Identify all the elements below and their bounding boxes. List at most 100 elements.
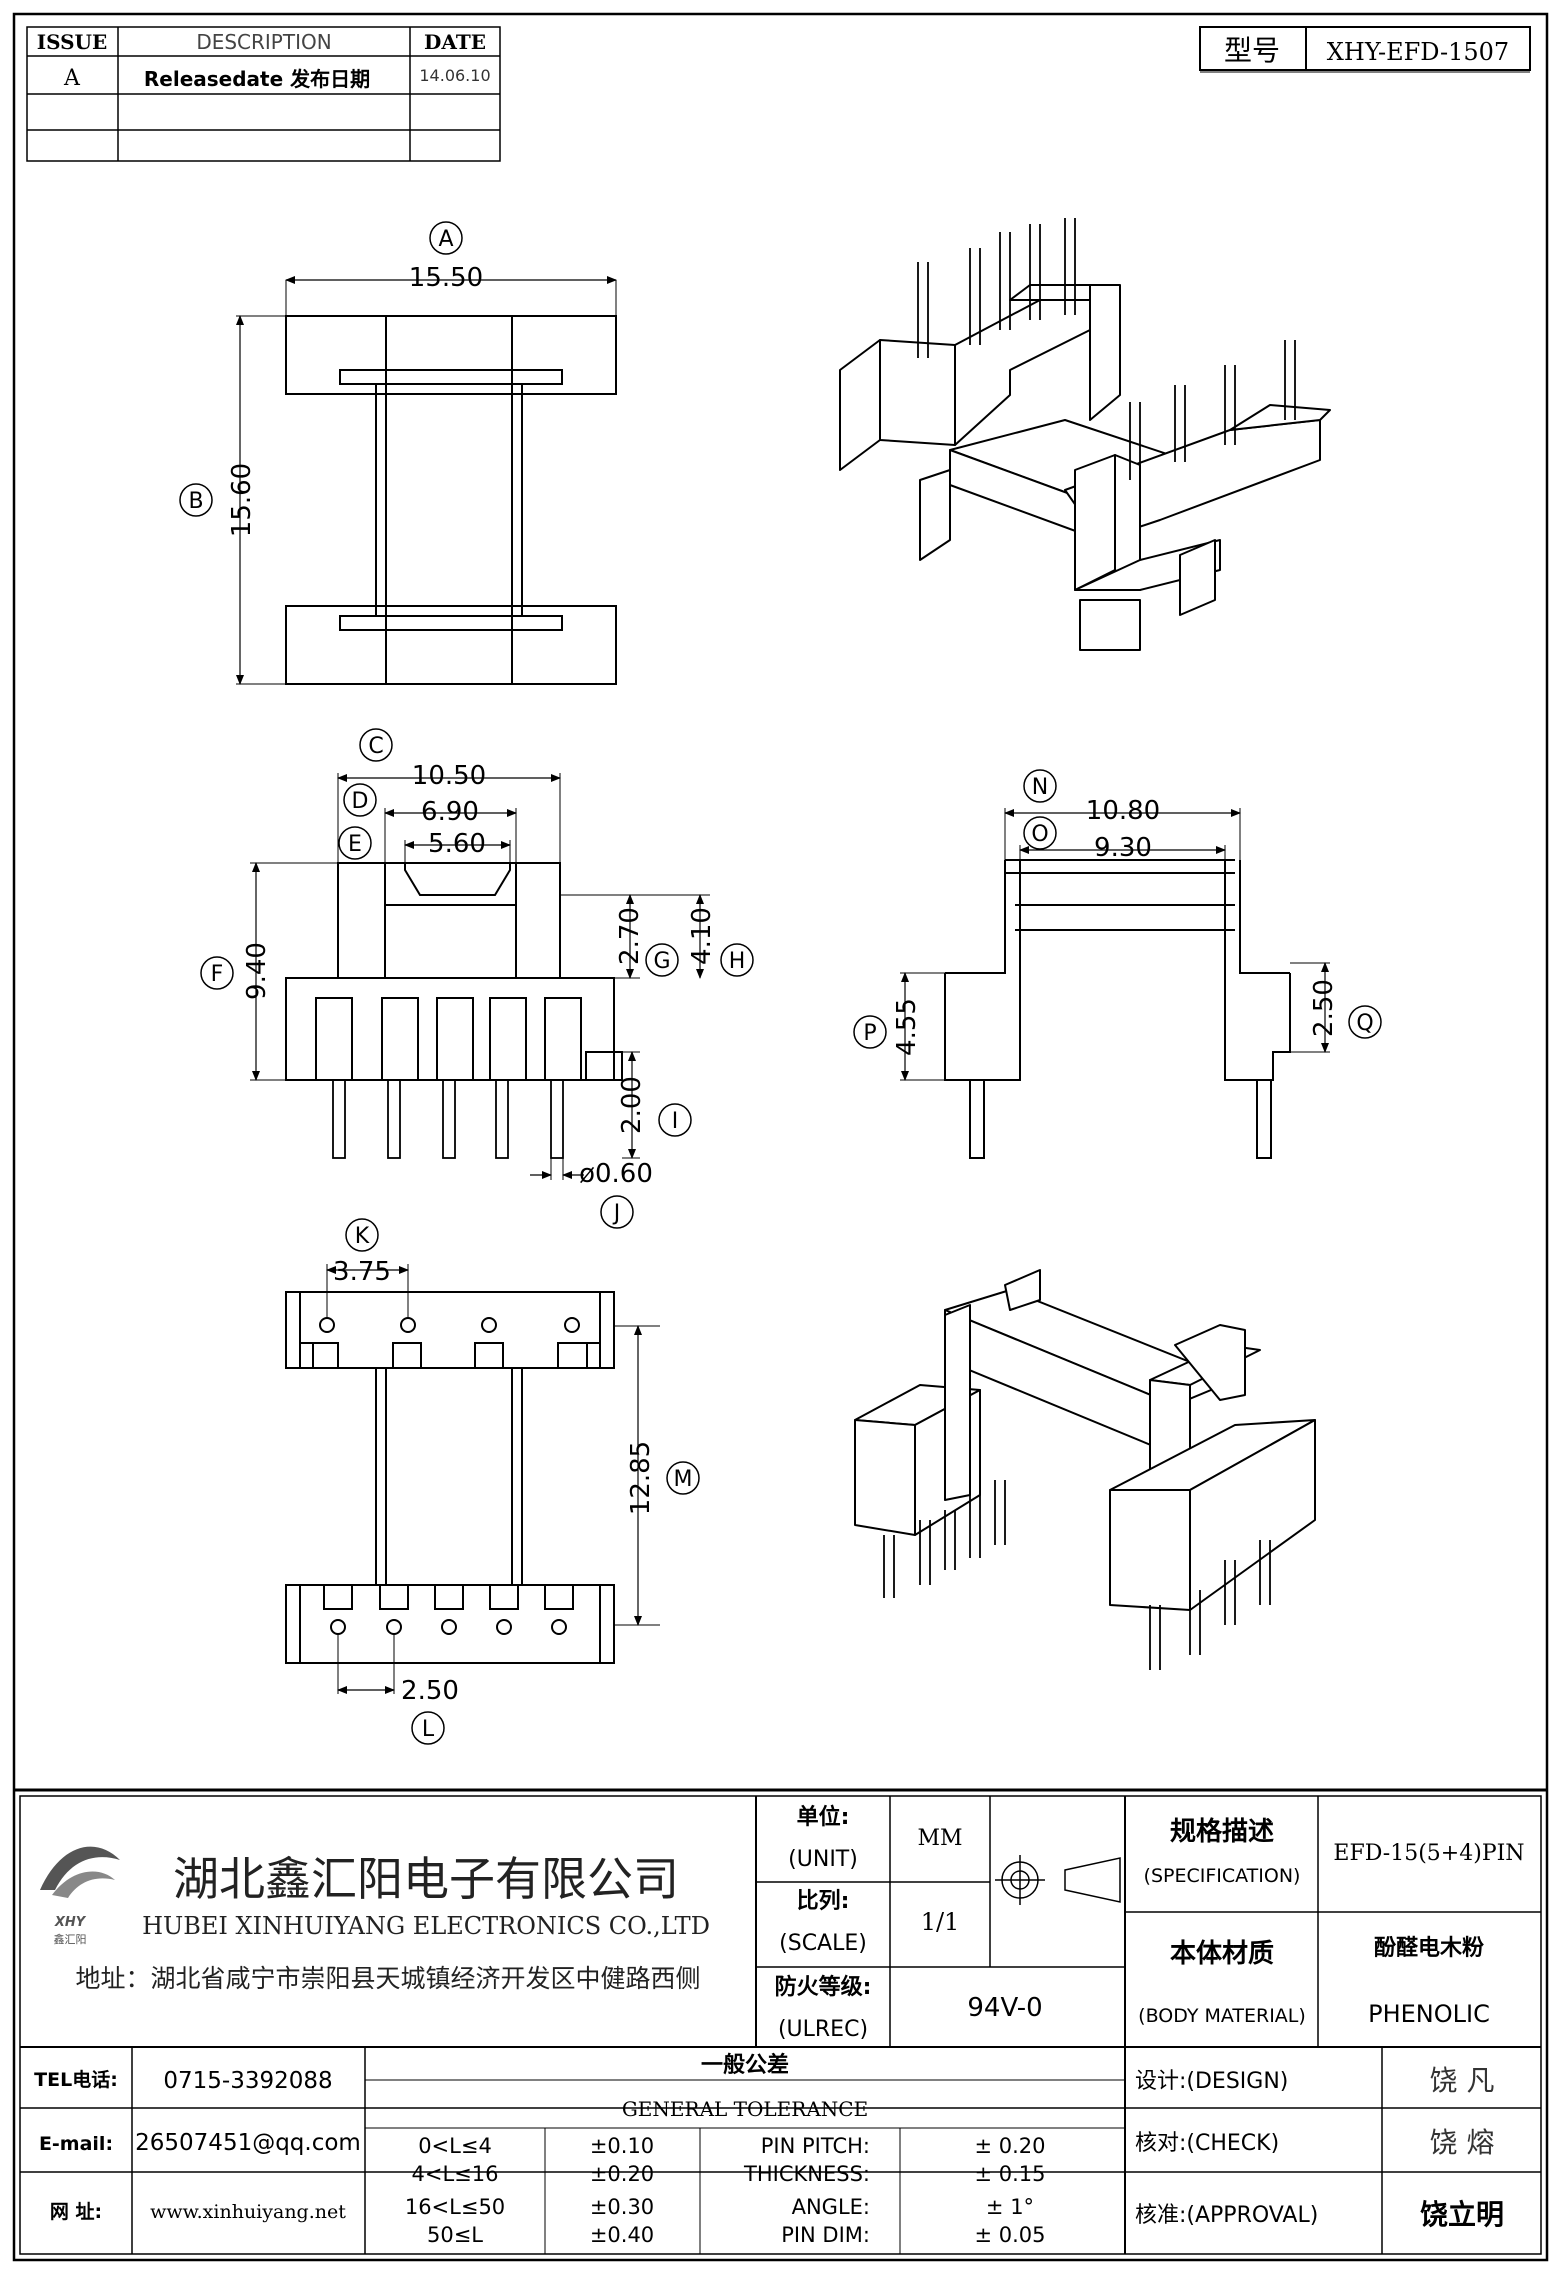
scale-label-cn: 比列:	[797, 1889, 850, 1914]
material-value: PHENOLIC	[1368, 2000, 1490, 2028]
svg-text:ANGLE:: ANGLE:	[792, 2195, 870, 2219]
svg-text:± 0.05: ± 0.05	[974, 2223, 1045, 2247]
isometric-view-bottom	[854, 1269, 1316, 1670]
scale-label-en: (SCALE)	[779, 1931, 867, 1956]
dim-label-n: N 10.80	[1023, 769, 1160, 826]
svg-text:PIN PITCH:: PIN PITCH:	[761, 2134, 870, 2158]
svg-text:± 0.15: ± 0.15	[974, 2162, 1045, 2186]
material-value-cn: 酚醛电木粉	[1374, 1936, 1484, 1961]
tolerance-ranges: 0<L≤4 4<L≤16 16<L≤50 50≤L ±0.10 ±0.20 ±0…	[405, 2134, 1046, 2247]
fire-value: 94V-0	[967, 1993, 1042, 2023]
design-label: 设计:(DESIGN)	[1135, 2069, 1288, 2094]
svg-text:L: L	[422, 1717, 435, 1742]
model-label: 型号	[1224, 34, 1280, 67]
svg-text:F: F	[211, 962, 224, 987]
svg-text:鑫汇阳: 鑫汇阳	[54, 1932, 87, 1946]
rev-header-issue: ISSUE	[37, 30, 108, 54]
svg-text:4<L≤16: 4<L≤16	[412, 2162, 499, 2186]
svg-text:±0.20: ±0.20	[590, 2162, 654, 2186]
rev-row-issue: A	[63, 66, 81, 91]
svg-text:J: J	[612, 1201, 621, 1226]
dim-label-e: E 5.60	[338, 826, 486, 860]
svg-text:50≤L: 50≤L	[427, 2223, 483, 2247]
svg-text:E: E	[348, 832, 362, 857]
dim-label-b: B 15.60	[179, 463, 257, 537]
dim-label-q: Q 2.50	[1309, 979, 1382, 1039]
web-value: www.xinhuiyang.net	[150, 2201, 346, 2223]
rev-header-description: DESCRIPTION	[196, 30, 331, 54]
title-block	[14, 1788, 1547, 2255]
material-label-en: (BODY MATERIAL)	[1138, 2005, 1306, 2027]
svg-text:I: I	[672, 1109, 679, 1134]
rev-row-date: 14.06.10	[419, 66, 490, 85]
svg-text:3.75: 3.75	[333, 1257, 391, 1287]
dim-label-a: A 15.50	[409, 221, 483, 293]
unit-value: MM	[917, 1826, 962, 1851]
svg-text:ø0.60: ø0.60	[579, 1159, 653, 1189]
svg-text:6.90: 6.90	[421, 797, 479, 827]
design-name: 饶 凡	[1430, 2064, 1495, 2097]
check-name: 饶 熔	[1430, 2126, 1495, 2159]
front-view	[250, 773, 710, 1180]
specification-label-cn: 规格描述	[1170, 1816, 1274, 1847]
svg-text:± 1°: ± 1°	[986, 2195, 1034, 2219]
svg-text:B: B	[188, 489, 203, 514]
web-label: 网 址:	[50, 2201, 102, 2223]
tel-value: 0715-3392088	[163, 2068, 332, 2094]
projection-symbol-icon	[995, 1855, 1121, 1905]
model-number: XHY-EFD-1507	[1327, 38, 1509, 66]
company-name-cn: 湖北鑫汇阳电子有限公司	[173, 1852, 679, 1906]
sheet-border	[12, 12, 1549, 2262]
check-label: 核对:(CHECK)	[1135, 2131, 1279, 2156]
rev-header-date: DATE	[424, 30, 486, 54]
approval-name: 饶立明	[1420, 2198, 1504, 2231]
dim-label-j: J ø0.60	[579, 1159, 653, 1229]
material-label-cn: 本体材质	[1170, 1939, 1274, 1969]
svg-text:± 0.20: ± 0.20	[974, 2134, 1045, 2158]
svg-text:Q: Q	[1356, 1011, 1373, 1036]
svg-text:±0.40: ±0.40	[590, 2223, 654, 2247]
specification-label-en: (SPECIFICATION)	[1144, 1865, 1301, 1887]
dim-label-c: C 10.50	[359, 728, 486, 791]
dim-label-m: M 12.85	[626, 1441, 700, 1515]
svg-text:±0.30: ±0.30	[590, 2195, 654, 2219]
tolerance-title-cn: 一般公差	[701, 2052, 789, 2078]
dim-label-d: D 6.90	[343, 783, 479, 827]
email-label: E-mail:	[39, 2133, 113, 2155]
specification-value: EFD-15(5+4)PIN	[1333, 1841, 1524, 1866]
svg-text:M: M	[674, 1467, 693, 1492]
svg-text:N: N	[1032, 775, 1048, 800]
dim-label-h: H 4.10	[687, 907, 754, 977]
svg-text:D: D	[352, 789, 369, 814]
svg-text:XHY: XHY	[54, 1915, 87, 1930]
fire-label-cn: 防火等级:	[775, 1974, 872, 2000]
company-name-en: HUBEI XINHUIYANG ELECTRONICS CO.,LTD	[142, 1912, 710, 1940]
dim-label-f: F 9.40	[200, 942, 272, 1000]
svg-text:PIN DIM:: PIN DIM:	[781, 2223, 870, 2247]
svg-text:9.40: 9.40	[242, 942, 272, 1000]
svg-text:15.50: 15.50	[409, 263, 483, 293]
svg-text:2.50: 2.50	[401, 1676, 459, 1706]
dim-label-k: K 3.75	[333, 1218, 391, 1287]
svg-text:0<L≤4: 0<L≤4	[418, 2134, 492, 2158]
revision-table	[26, 26, 501, 162]
svg-text:10.80: 10.80	[1086, 796, 1160, 826]
isometric-view-top	[839, 218, 1331, 651]
side-view	[900, 808, 1330, 1159]
svg-text:O: O	[1031, 822, 1048, 847]
svg-text:5.60: 5.60	[428, 829, 486, 859]
rev-row-description: Releasedate 发布日期	[144, 67, 370, 91]
model-box	[1199, 26, 1531, 73]
svg-text:H: H	[729, 949, 746, 974]
dim-label-p: P 4.55	[853, 998, 922, 1056]
svg-text:2.50: 2.50	[1309, 979, 1339, 1037]
svg-text:G: G	[653, 949, 670, 974]
dim-label-i: I 2.00	[617, 1076, 692, 1137]
top-view	[236, 276, 617, 685]
svg-text:16<L≤50: 16<L≤50	[405, 2195, 505, 2219]
company-address: 地址：湖北省咸宁市崇阳县天城镇经济开发区中健路西侧	[75, 1964, 700, 1993]
dim-label-l: L 2.50	[401, 1676, 459, 1745]
svg-text:±0.10: ±0.10	[590, 2134, 654, 2158]
bottom-view	[285, 1264, 660, 1694]
